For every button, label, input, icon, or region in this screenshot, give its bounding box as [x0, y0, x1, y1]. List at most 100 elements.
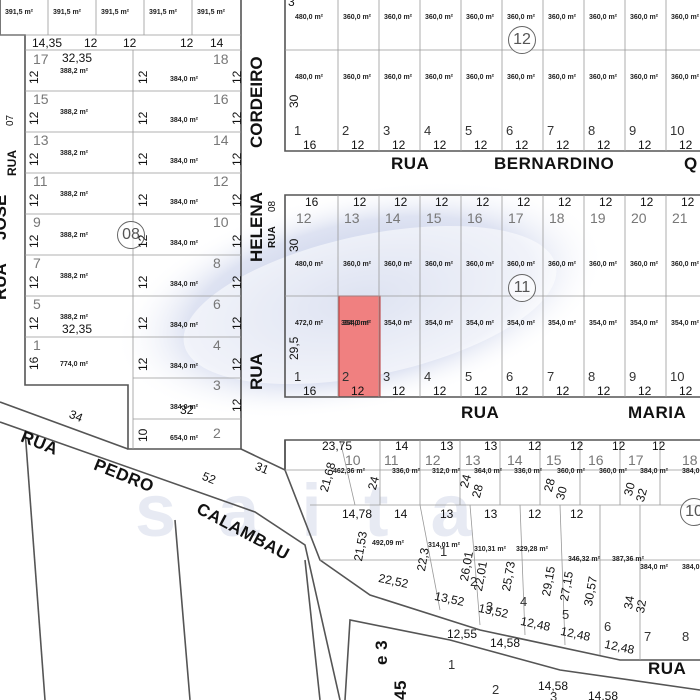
block11-area-bottom: 354,0 m² [466, 320, 495, 327]
block11-top-width: 12 [558, 195, 572, 209]
block08-lot2-side: 10 [136, 428, 150, 442]
block11-area-bottom: 354,0 m² [425, 320, 454, 327]
block08-top-area: 391,5 m² [197, 9, 226, 16]
block11-bottom-lot: 1 [294, 369, 302, 384]
block08-lot2-area: 654,0 m² [170, 435, 199, 442]
block12-area-row2: 360,0 m² [466, 74, 495, 81]
block12-area-row1: 360,0 m² [630, 14, 659, 21]
street-left-partial-2: RUA [0, 263, 10, 300]
block12-area-row1: 360,0 m² [507, 14, 536, 21]
block08-left-twelve: 12 [27, 193, 41, 207]
block12-lot-number: 3 [383, 123, 391, 138]
block10-mid-dim: 13 [484, 507, 498, 521]
block11-top-lot: 16 [467, 210, 483, 226]
block08-edge-twelve: 12 [230, 398, 244, 412]
block08-left-lot: 11 [33, 173, 48, 189]
block11-top-width: 12 [640, 195, 654, 209]
block10-top-lot: 17 [628, 452, 644, 468]
block12-lot-number: 5 [465, 123, 473, 138]
block11-area-top: 360,0 m² [589, 261, 618, 268]
block10-bottom-lot: 7 [644, 629, 652, 644]
bottom-lot-2: 2 [492, 682, 500, 697]
block11-area-top: 360,0 m² [425, 261, 454, 268]
street-rua-lower: RUA [247, 353, 266, 390]
block-number-11: 11 [508, 274, 536, 302]
block08-left-twelve: 12 [27, 111, 41, 125]
block10-side-dim: 28 [469, 482, 487, 500]
block11-top-width: 12 [681, 195, 695, 209]
block10-top-lot: 11 [384, 452, 399, 468]
block10-top-dim: 13 [484, 439, 498, 453]
block08-left-area: 388,2 m² [60, 191, 89, 198]
block11-top-width: 12 [394, 195, 408, 209]
block11-bottom-width: 12 [556, 384, 570, 398]
block08-left-area: 388,2 m² [60, 68, 89, 75]
bottom-lot-3: 3 [550, 689, 558, 700]
block10-top-dim: 12 [570, 439, 584, 453]
block10-bottom-lot: 2 [470, 574, 478, 589]
block10-mid-area: 310,31 m² [474, 546, 506, 553]
block12-lot-number: 8 [588, 123, 596, 138]
block-number-12: 12 [508, 26, 536, 54]
street-rua-maria-1: RUA [461, 403, 500, 422]
block10-top-lot: 16 [588, 452, 604, 468]
block11-top-width: 12 [517, 195, 531, 209]
block12-lot-number: 9 [629, 123, 637, 138]
block12-lot-number: 6 [506, 123, 514, 138]
street-rua-small: RUA [267, 226, 278, 248]
block11-area-bottom: 354,0 m² [589, 320, 618, 327]
block12-area-row2: 360,0 m² [507, 74, 536, 81]
block11-top-width: 12 [435, 195, 449, 209]
block11-bottom-lot: 10 [670, 369, 685, 384]
block10-mid-area: 329,28 m² [516, 546, 548, 553]
block12-area-row1: 360,0 m² [589, 14, 618, 21]
block11-area-bottom: 354,0 m² [343, 320, 372, 327]
block10-top-area: 462,36 m² [333, 468, 365, 475]
street-rua-bernardino-1: RUA [391, 154, 430, 173]
block10-bottom-lot: 3 [486, 599, 494, 614]
block12-area-row2: 360,0 m² [630, 74, 659, 81]
block10-top-area: 384,0 m² [682, 468, 700, 475]
block08-right-twelve: 12 [136, 275, 150, 289]
block10-top-area: 360,0 m² [557, 468, 586, 475]
block11-area-top: 360,0 m² [671, 261, 700, 268]
highlighted-lot-area: 354,0 m² [341, 320, 370, 327]
block08-left-lot: 9 [33, 214, 41, 230]
block11-bottom-lot: 3 [383, 369, 391, 384]
block10-top-area: 336,0 m² [514, 468, 543, 475]
block08-left-area: 388,2 m² [60, 314, 89, 321]
block11-bottom-width: 12 [515, 384, 529, 398]
block11-area-top: 360,0 m² [507, 261, 536, 268]
block11-top-lot: 17 [508, 210, 524, 226]
street-rua-left: RUA [5, 150, 19, 176]
block08-right-twelve: 12 [136, 152, 150, 166]
block11-top-lot: 15 [426, 210, 442, 226]
block11-top-lot: 20 [631, 210, 647, 226]
block12-area-row2: 360,0 m² [589, 74, 618, 81]
block12-area-row1: 360,0 m² [671, 14, 700, 21]
bottom-dim-2: 14,58 [490, 636, 521, 650]
block08-right-width: 32 [180, 403, 194, 417]
block12-lot-number: 4 [424, 123, 432, 138]
block08-left-twelve: 12 [27, 234, 41, 248]
block10-top-lot: 10 [345, 452, 361, 468]
bottom-block-outline [344, 619, 700, 700]
bottom-partial-label: e 3 [372, 639, 391, 665]
block08-right-twelve: 12 [136, 193, 150, 207]
block12-area-row2: 480,0 m² [295, 74, 324, 81]
rua-number-07: 07 [5, 114, 16, 126]
block11-bottom-width: 12 [433, 384, 447, 398]
bottom-dim-1: 12,55 [447, 627, 478, 641]
block08-left-lot: 5 [33, 296, 41, 312]
block11-bottom-width: 12 [679, 384, 693, 398]
block08-left-area: 388,2 m² [60, 109, 89, 116]
block12-lot-number: 7 [547, 123, 555, 138]
block10-top-area: 364,0 m² [474, 468, 503, 475]
block10-mid-area: 384,0 m² [640, 564, 669, 571]
block11-area-top: 360,0 m² [343, 261, 372, 268]
block11-top-width: 12 [476, 195, 490, 209]
block08-top-area: 391,5 m² [5, 9, 34, 16]
block11-top-lot: 14 [385, 210, 401, 226]
block08-left-lot: 1 [33, 337, 41, 353]
block12-lot-width: 16 [303, 138, 317, 152]
